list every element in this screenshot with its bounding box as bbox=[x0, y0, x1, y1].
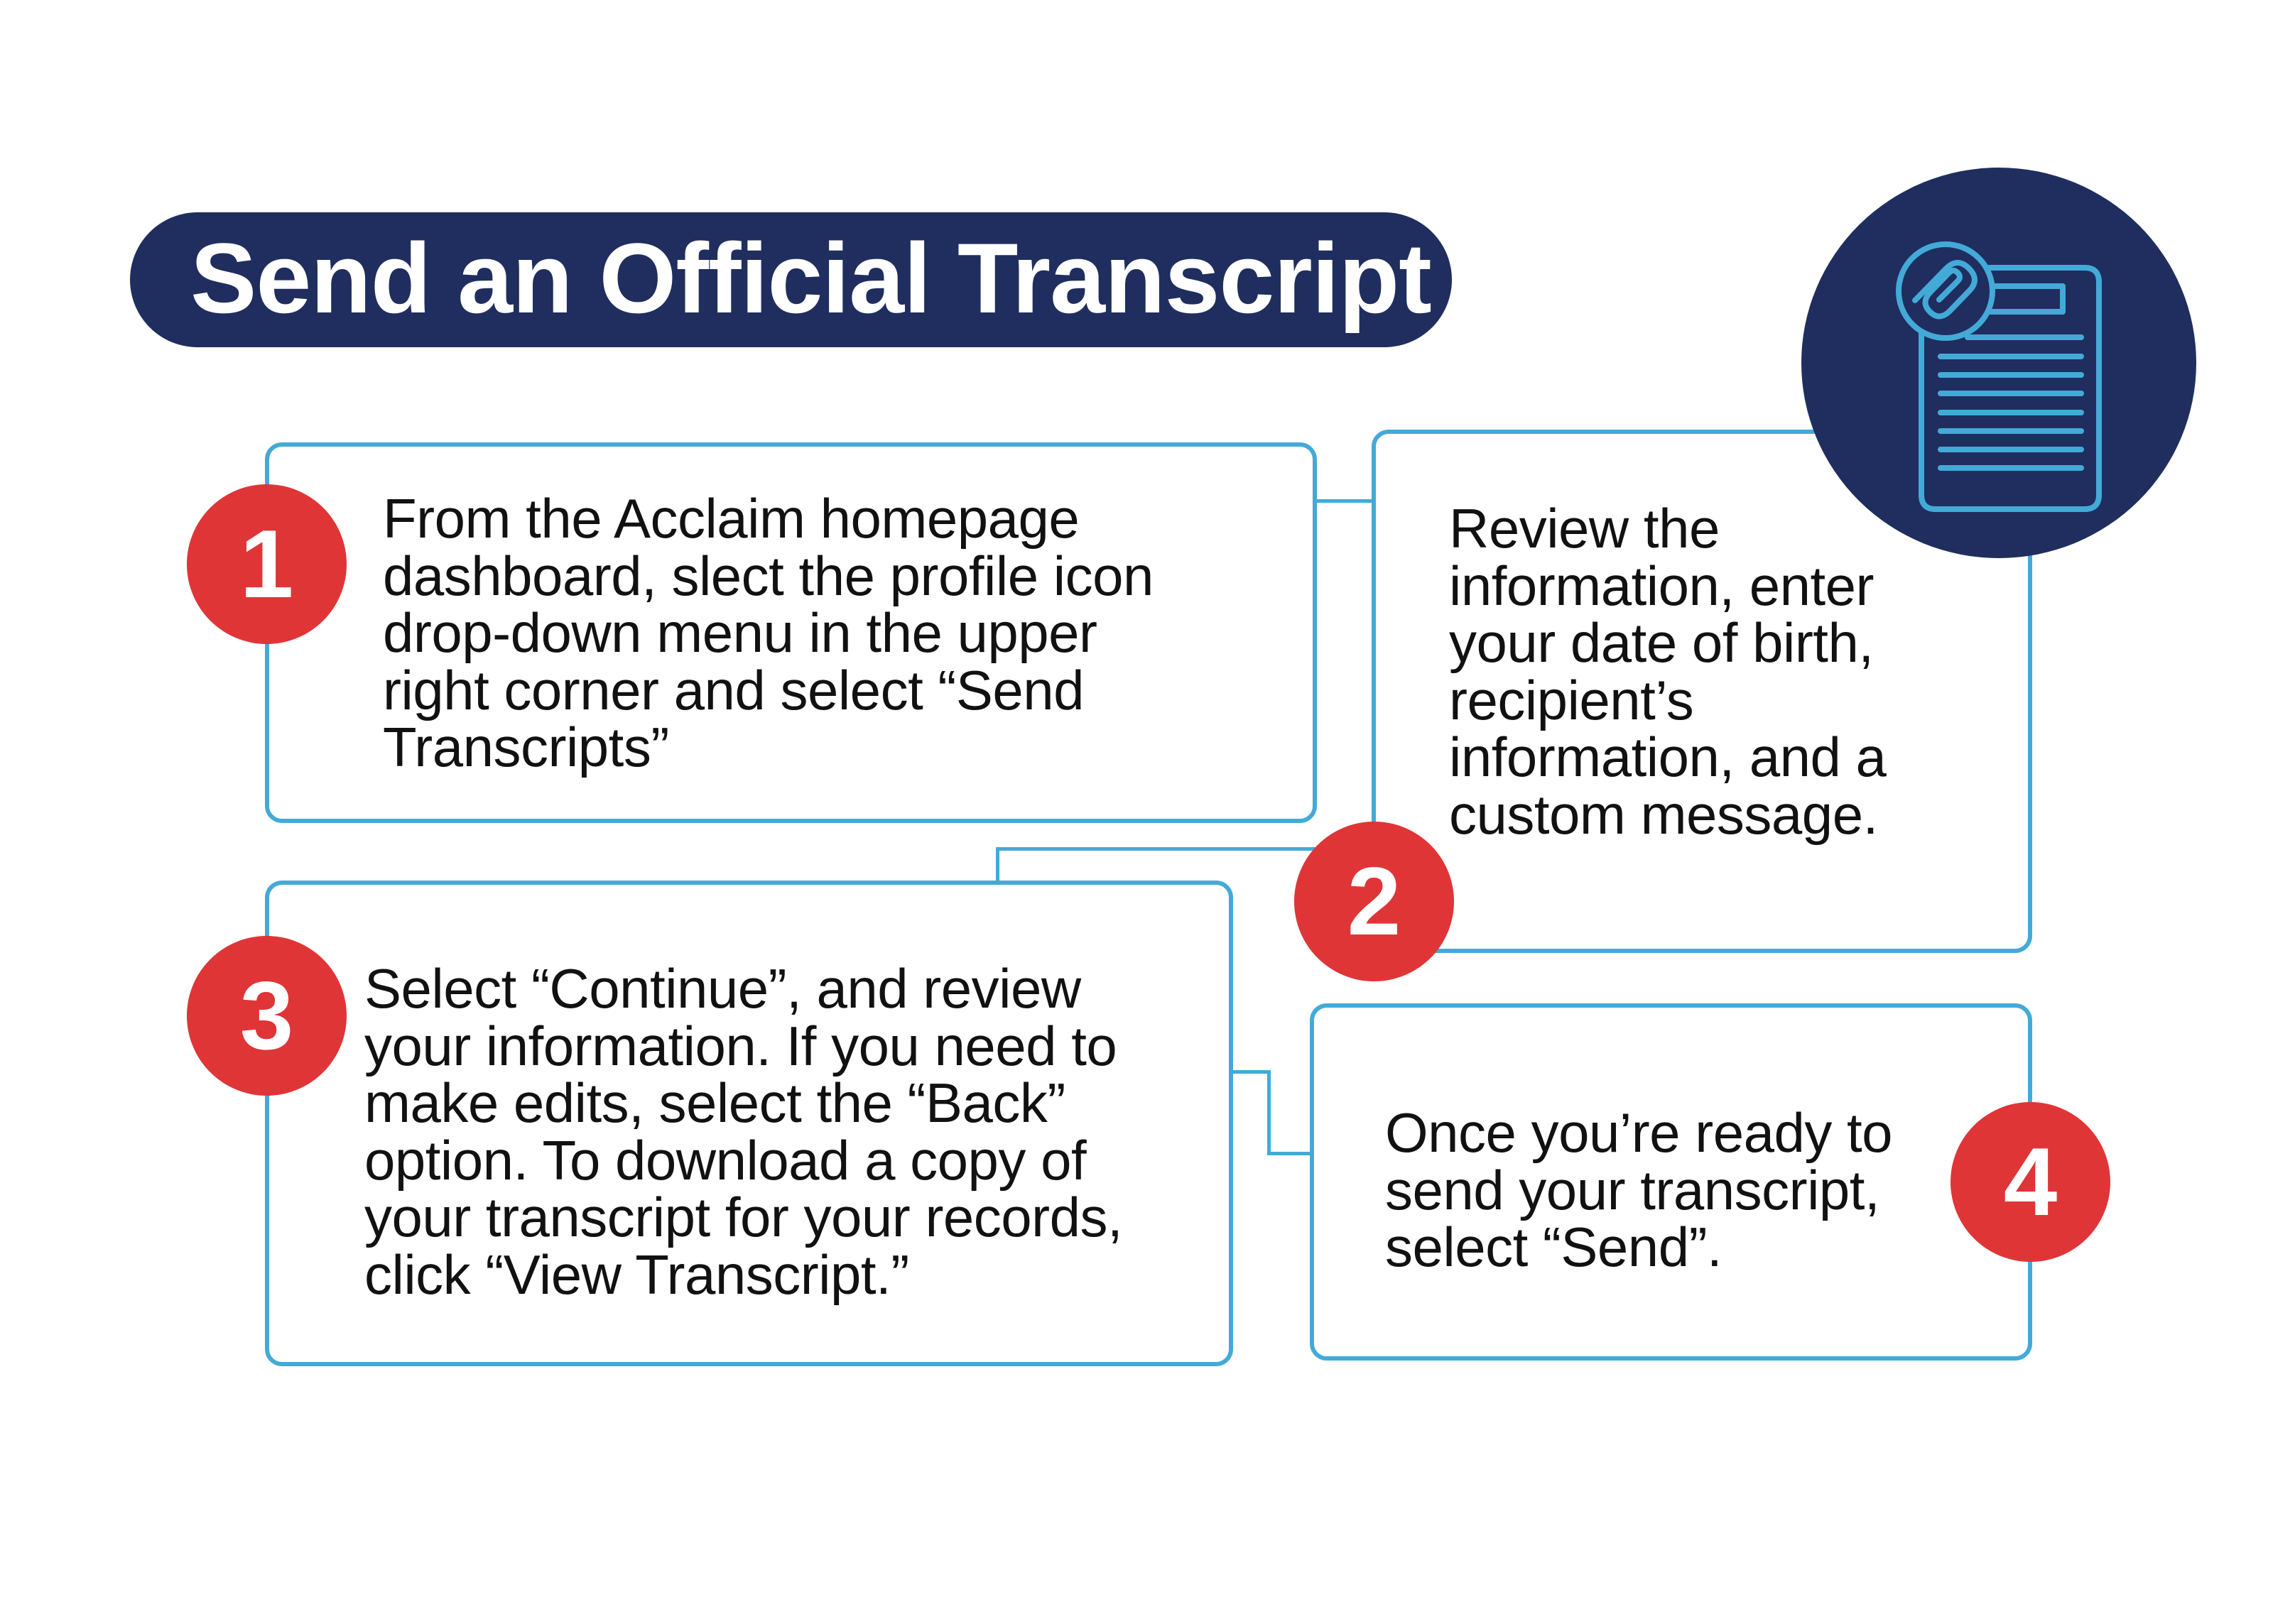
step-2-number-badge: 2 bbox=[1294, 822, 1454, 981]
connector-step3-step4-b bbox=[1267, 1070, 1271, 1155]
step-3-card bbox=[265, 881, 1233, 1366]
step-4-number-badge: 4 bbox=[1951, 1102, 2110, 1262]
title-banner: Send an Official Transcript bbox=[130, 212, 1452, 347]
step-3-number-badge: 3 bbox=[187, 936, 347, 1096]
header-icon-circle bbox=[1801, 168, 2196, 558]
connector-step2-step3-horizontal bbox=[996, 847, 1376, 851]
step-1-card bbox=[265, 442, 1317, 823]
step-2-text: Review the information, enter your date … bbox=[1449, 497, 1887, 846]
connector-step3-step4-a bbox=[1230, 1070, 1271, 1074]
step-4-text: Once you’re ready to send your transcrip… bbox=[1385, 1101, 1893, 1278]
step-1-number-badge: 1 bbox=[187, 484, 347, 644]
step-4-card bbox=[1310, 1003, 2032, 1361]
page-title: Send an Official Transcript bbox=[190, 222, 1432, 334]
step-1-text: From the Acclaim homepage dashboard, sle… bbox=[383, 487, 1154, 778]
connector-step3-step4-c bbox=[1267, 1152, 1314, 1155]
connector-step2-step3-vertical bbox=[996, 847, 999, 884]
connector-step1-step2 bbox=[1315, 499, 1376, 503]
step-3-text: Select “Continue”, and review your infor… bbox=[364, 957, 1123, 1306]
